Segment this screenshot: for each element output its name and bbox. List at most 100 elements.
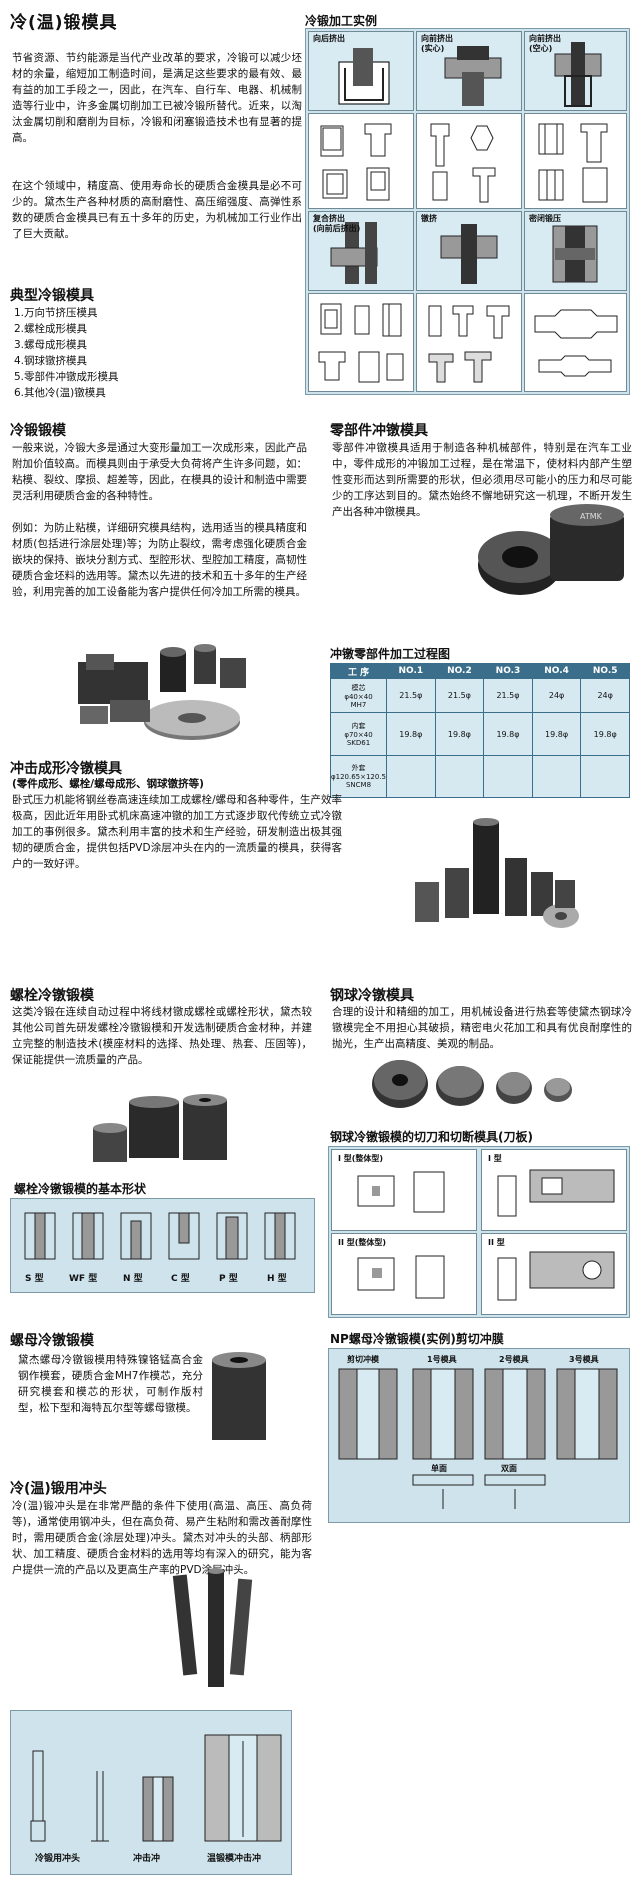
bolt-text: 这类冷锻在连续自动过程中将线材镦成螺栓或螺栓形状，黛杰较其他公司首先研发螺栓冷镦… [12, 1006, 312, 1066]
forward-hollow-part-sketch [538, 123, 608, 203]
np-die-diagram [338, 1368, 618, 1509]
example-cell [524, 293, 627, 392]
punch-label: 冲击冲 [133, 1854, 161, 1864]
example-cell: 复合挤出 (向前后挤出) [308, 211, 414, 291]
process-table: 工 序 NO.1 NO.2 NO.3 NO.4 NO.5 模芯 φ40×40 M… [329, 662, 630, 799]
impact-title: 冲击成形冷镦模具 [10, 761, 122, 777]
bolt-shape-label: P 型 [219, 1274, 238, 1284]
ball-title: 钢球冷镦模具 [330, 988, 414, 1004]
example-cell [524, 113, 627, 209]
process-header: NO.2 [434, 662, 485, 680]
example-label: 向前挤出 (实心) [421, 34, 453, 53]
process-header: 工 序 [329, 662, 388, 680]
closed-forging-part-sketch [534, 309, 618, 377]
die-products-photo [78, 644, 246, 740]
die-text: 一般来说，冷锻大多是通过大变形量加工一次成形来，因此产品附加价值较高。而模具则由… [12, 442, 307, 502]
punch-panel: 冷锻用冲头 冲击冲 温锻模冲击冲 [10, 1710, 292, 1875]
list-item: 3.螺母成形模具 [14, 339, 88, 351]
process-dim: 24φ [580, 678, 630, 714]
ball-cutter-type2 [497, 1251, 615, 1301]
ball-cutter-type2-solid [357, 1255, 445, 1299]
impact-products-photo [415, 818, 579, 928]
example-label: 密闭锻压 [529, 214, 561, 223]
ball-cut-cell: I 型 [481, 1149, 627, 1231]
punch-photo [172, 1568, 253, 1687]
parts-logo: ATMK [580, 512, 603, 521]
example-label: 向后挤出 [313, 34, 345, 43]
np-label: 双面 [501, 1464, 517, 1473]
process-dim: 24φ [531, 678, 582, 714]
upset-extrusion-diagram [440, 224, 498, 284]
die-title: 冷锻锻模 [10, 423, 66, 439]
example-cell: 向前挤出 (空心) [524, 31, 627, 111]
examples-panel: 向后挤出 向前挤出 (实心) 向前挤出 (空心) [305, 28, 630, 395]
bolt-shapes-panel: S 型 WF 型 N 型 C 型 P 型 H 型 [10, 1198, 315, 1293]
list-item: 4.钢球镦挤模具 [14, 355, 88, 367]
list-item: 1.万向节挤压模具 [14, 307, 98, 319]
example-cell: 密闭锻压 [524, 211, 627, 291]
np-label: 3号模具 [569, 1355, 599, 1364]
example-cell [416, 113, 522, 209]
ball-cutter-type1-solid [357, 1171, 445, 1213]
process-dim: 19.8φ [434, 712, 485, 756]
bolt-die-photo [93, 1094, 227, 1162]
ball-cut-label: II 型 [488, 1238, 505, 1247]
compound-part-sketch [318, 303, 404, 383]
example-cell: 向前挤出 (实心) [416, 31, 522, 111]
compound-extrusion-diagram [330, 222, 378, 284]
punch-diagram [30, 1734, 282, 1842]
list-item: 6.其他冷(温)镦模具 [14, 387, 106, 399]
process-title: 冲镦零部件加工过程图 [330, 647, 451, 661]
process-dim: 19.8φ [386, 712, 436, 756]
process-header: NO.5 [580, 662, 630, 680]
nut-text: 黛杰螺母冷镦锻模用特殊镍铬锰高合金钢作模套，硬质合金MH7作模芯，充分研究模套和… [18, 1354, 203, 1414]
process-row-label: 模芯 φ40×40 MH7 [329, 678, 388, 714]
typical-list: 1.万向节挤压模具 2.螺栓成形模具 3.螺母成形模具 4.钢球镦挤模具 5.零… [14, 305, 119, 401]
impact-subtitle: (零件成形、螺栓/螺母成形、钢球镦挤等) [12, 778, 204, 790]
ball-cut-cell: II 型(整体型) [331, 1233, 477, 1315]
example-cell [308, 293, 414, 392]
intro-text: 节省资源、节约能源是当代产业改革的要求，冷锻可以减少坯材的余量，缩短加工制造时间… [12, 52, 302, 144]
ball-cutter-type1 [497, 1169, 615, 1217]
example-cell [308, 113, 414, 209]
process-row-label: 内套 φ70×40 SKD61 [329, 712, 388, 756]
example-label: 向前挤出 (空心) [529, 34, 561, 53]
np-panel: 剪切冲模 1号模具 2号模具 3号模具 单面 双面 [328, 1348, 630, 1523]
bolt-title: 螺栓冷镦锻模 [10, 988, 94, 1004]
typical-title: 典型冷锻模具 [10, 288, 94, 304]
bolt-shapes-title: 螺栓冷镦锻模的基本形状 [14, 1182, 147, 1196]
ball-cut-title: 钢球冷镦锻模的切刀和切断模具(刀板) [330, 1130, 533, 1144]
forward-extrusion-solid-diagram [444, 46, 502, 106]
bolt-shape-label: H 型 [267, 1274, 287, 1284]
punch-label: 温锻模冲击冲 [207, 1854, 262, 1864]
list-item: 2.螺栓成形模具 [14, 323, 88, 335]
parts-text: 零部件冲镦模具适用于制造各种机械部件，特别是在汽车工业中，零件成形的冲锻加工过程… [332, 442, 632, 518]
example-cell [416, 293, 522, 392]
parts-title: 零部件冲镦模具 [330, 423, 428, 439]
nut-title: 螺母冷镦锻模 [10, 1333, 94, 1349]
page-title: 冷(温)锻模具 [10, 13, 118, 33]
ball-die-photo [372, 1060, 572, 1108]
process-dim: 19.8φ [531, 712, 582, 756]
np-label: 1号模具 [427, 1355, 457, 1364]
bolt-shapes-diagram [24, 1212, 296, 1260]
process-header: NO.3 [483, 662, 533, 680]
np-label: 单面 [431, 1464, 447, 1473]
impact-text: 卧式压力机能将钢丝卷高速连续加工成螺栓/螺母和各种零件，生产效率极高，因此近年用… [12, 794, 342, 870]
process-dim: 19.8φ [483, 712, 533, 756]
bolt-shape-label: WF 型 [69, 1274, 98, 1284]
process-header: NO.4 [531, 662, 582, 680]
ball-cut-label: I 型(整体型) [338, 1154, 384, 1163]
punch-text: 冷(温)锻冲头是在非常严酷的条件下使用(高温、高压、高负荷等)，通常使用钢冲头，… [12, 1500, 312, 1576]
ball-cut-cell: II 型 [481, 1233, 627, 1315]
example-cell: 镦挤 [416, 211, 522, 291]
example-label: 镦挤 [421, 214, 437, 223]
bolt-shape-label: S 型 [25, 1274, 44, 1284]
ball-cut-panel: I 型(整体型) I 型 II 型(整体型) II 型 [328, 1146, 630, 1318]
np-label: 剪切冲模 [347, 1355, 379, 1364]
intro-text-2: 在这个领域中，精度高、使用寿命长的硬质合金模具是必不可少的。黛杰生产各种材质的高… [12, 180, 302, 240]
forward-solid-part-sketch [430, 123, 496, 203]
bolt-shape-label: C 型 [171, 1274, 190, 1284]
process-dim: 21.5φ [386, 678, 436, 714]
closed-forging-diagram [552, 225, 598, 283]
